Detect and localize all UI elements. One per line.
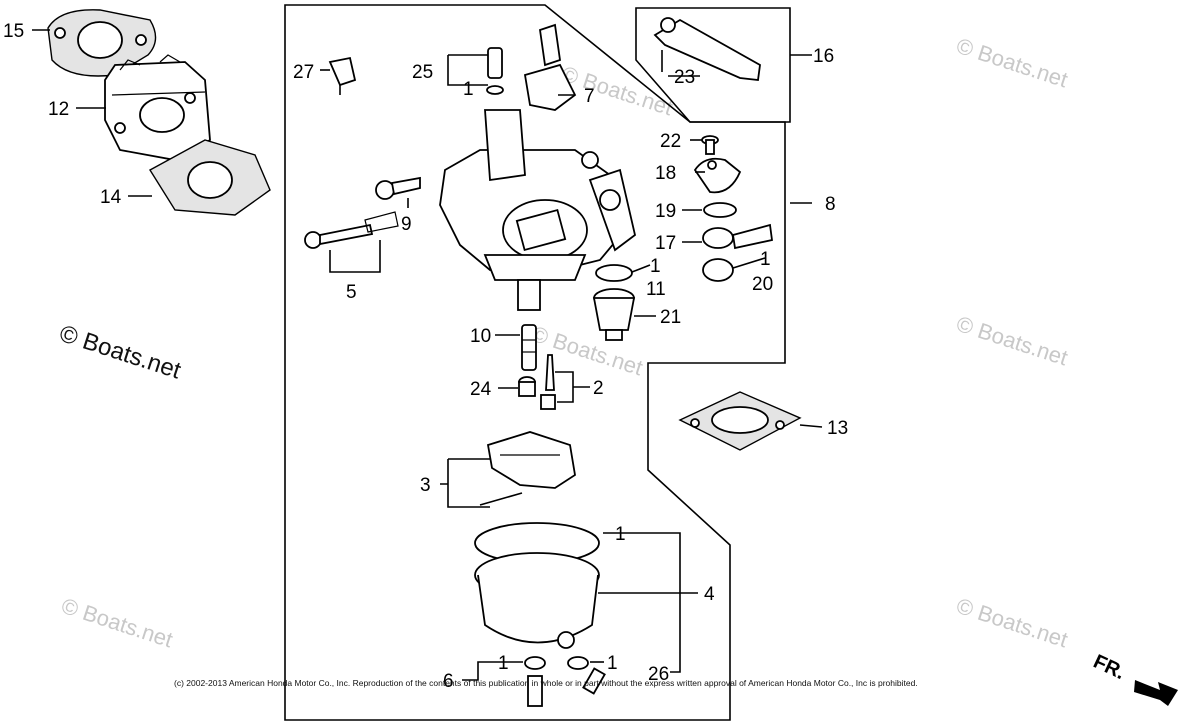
callout-7: 7: [584, 86, 595, 107]
watermark-bottom-left: © Boats.net: [58, 593, 175, 652]
callout-1-jet: 1: [463, 79, 474, 100]
watermark-mid-right: © Boats.net: [953, 311, 1070, 370]
leader-lines: [32, 29, 823, 681]
pump-21: [592, 288, 636, 341]
main-jet-24: [518, 376, 536, 397]
pilot-screw-5: [304, 211, 399, 249]
callout-22: 22: [660, 131, 681, 152]
callout-1-washer-a: 1: [498, 653, 509, 674]
float-3: [479, 431, 576, 506]
callout-11: 11: [646, 279, 666, 300]
float-chamber-4: [474, 522, 600, 649]
front-label: FR.: [1090, 651, 1128, 685]
assembly-outline: [284, 4, 786, 721]
nozzle-10: [521, 324, 537, 371]
gasket-15: [47, 9, 157, 77]
front-direction-indicator: FR.: [1090, 651, 1178, 706]
callout-17: 17: [655, 233, 676, 254]
washers-bottom: [524, 656, 606, 707]
gasket-14: [149, 139, 271, 216]
callout-6: 6: [443, 671, 454, 692]
insulator-12: [104, 54, 211, 161]
carburetor-body: [439, 109, 637, 311]
callout-9: 9: [401, 214, 412, 235]
lever-group-outline: [635, 7, 791, 123]
callout-27: 27: [293, 62, 314, 83]
callout-1-valve: 1: [760, 249, 771, 270]
screw-22: [701, 135, 719, 155]
lever-16: [653, 17, 761, 81]
callout-1-washer-b: 1: [607, 653, 618, 674]
callout-1-bowl: 1: [615, 524, 626, 545]
callout-25: 25: [412, 62, 433, 83]
watermark-left: © Boats.net: [56, 320, 184, 385]
callout-1-oring: 1: [650, 256, 661, 277]
seal-20: [702, 258, 734, 282]
choke-lever-7: [523, 23, 577, 111]
callout-21: 21: [660, 307, 681, 328]
clip-27: [328, 56, 357, 95]
callout-12: 12: [48, 99, 69, 120]
watermark-top-right: © Boats.net: [953, 33, 1070, 92]
screw-25: [486, 47, 504, 95]
callout-26: 26: [648, 664, 669, 685]
callout-13: 13: [827, 418, 848, 439]
callout-23: 23: [674, 67, 695, 88]
callout-24: 24: [470, 379, 492, 400]
callout-15: 15: [3, 21, 24, 42]
valve-17: [702, 223, 774, 250]
gasket-13: [678, 391, 802, 451]
float-valve-2: [540, 354, 556, 410]
callout-18: 18: [655, 163, 676, 184]
callout-20: 20: [752, 274, 773, 295]
front-arrow-icon: [1134, 680, 1178, 706]
diaphragm-19: [703, 202, 737, 218]
callout-4: 4: [704, 584, 715, 605]
callout-2: 2: [593, 378, 604, 399]
screw-9: [375, 176, 421, 200]
cover-18: [693, 157, 742, 194]
callout-8: 8: [825, 194, 836, 215]
callout-5: 5: [346, 282, 357, 303]
callout-16: 16: [813, 46, 834, 67]
copyright-notice: (c) 2002-2013 American Honda Motor Co., …: [174, 678, 918, 688]
callout-10: 10: [470, 326, 491, 347]
watermark-top-center: © Boats.net: [558, 61, 675, 120]
callout-14: 14: [100, 187, 122, 208]
callout-3: 3: [420, 475, 431, 496]
watermark-bottom-right: © Boats.net: [953, 593, 1070, 652]
o-ring-11: [595, 264, 633, 282]
callout-19: 19: [655, 201, 676, 222]
